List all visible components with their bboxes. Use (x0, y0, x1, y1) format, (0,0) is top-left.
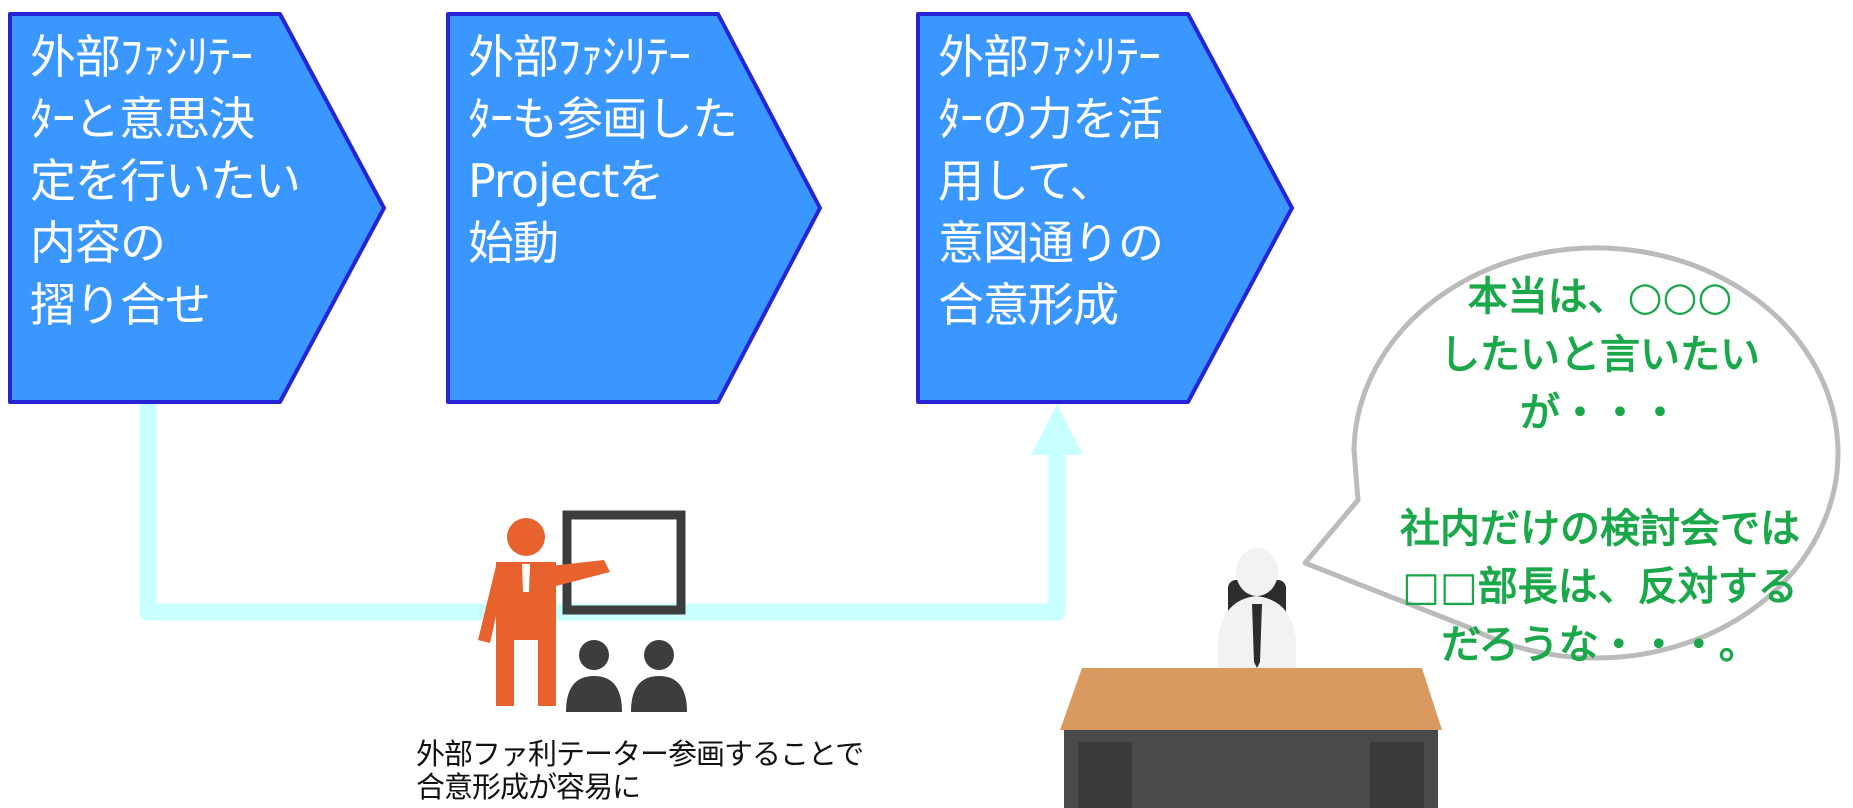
step-2-chevron (446, 12, 822, 404)
step-3-chevron (916, 12, 1294, 404)
step-2-label: 外部ﾌｧｼﾘﾃｰ ﾀｰも参画した Projectを 始動 (468, 30, 738, 270)
step-1-chevron (8, 12, 386, 404)
speech-bubble-text: 本当は、○○○ したいと言いたいが・・・ 社内だけの検討会では □□部長は、反対… (1400, 274, 1800, 668)
presenter-caption: 外部ファ利テーター参画することで 合意形成が容易に (416, 737, 864, 804)
step-1-label: 外部ﾌｧｼﾘﾃｰ ﾀｰと意思決 定を行いたい 内容の 摺り合せ (30, 30, 301, 332)
businessman-at-desk-icon (1060, 548, 1442, 808)
presenter-icon (478, 510, 687, 712)
flow-arrowhead (1031, 404, 1083, 455)
flow-connector (139, 402, 1066, 621)
speech-bubble (1302, 245, 1841, 661)
step-3-label: 外部ﾌｧｼﾘﾃｰ ﾀｰの力を活 用して、 意図通りの 合意形成 (938, 30, 1164, 332)
